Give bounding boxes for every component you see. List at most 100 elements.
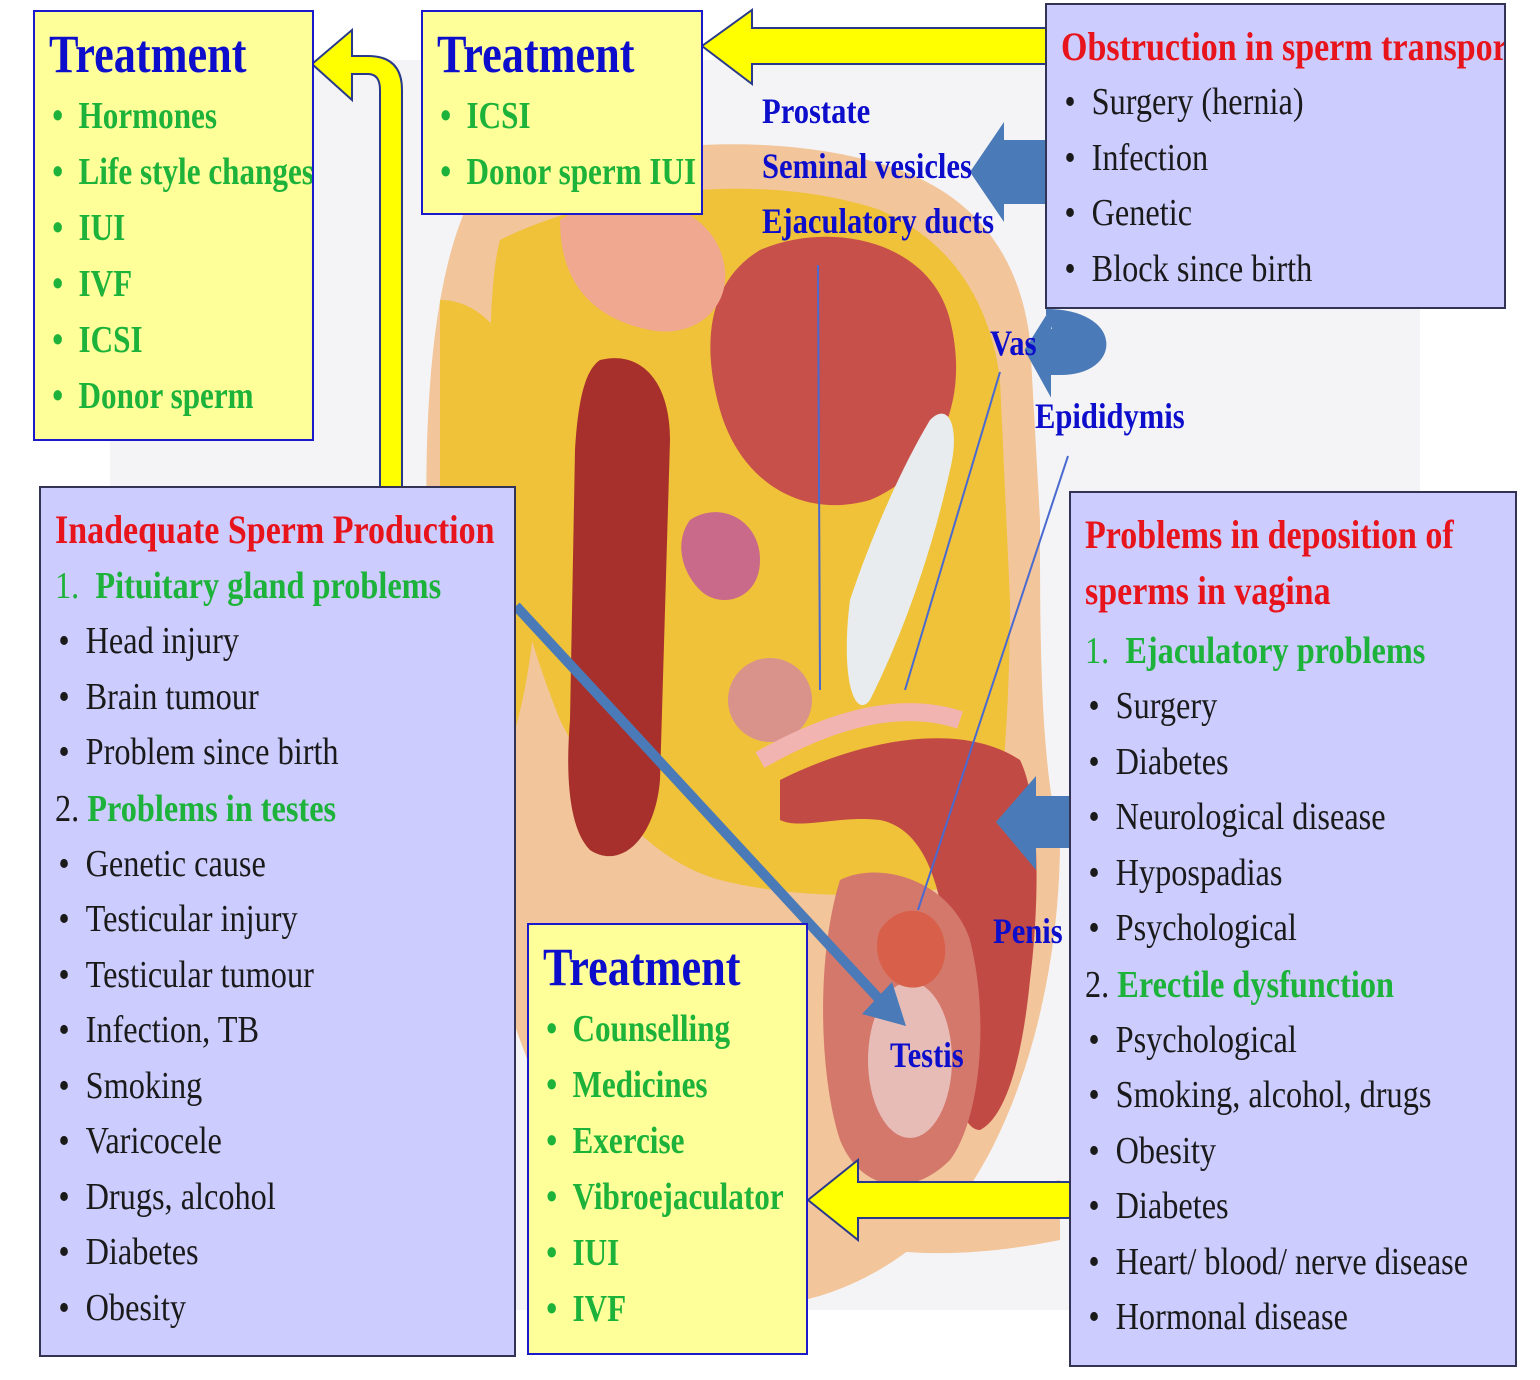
list-item: Smoking bbox=[55, 1059, 433, 1115]
list-item: Obesity bbox=[1085, 1124, 1439, 1180]
arrow-vas-loop bbox=[1024, 307, 1107, 398]
list-item: ICSI bbox=[49, 312, 253, 368]
section-number: 2. bbox=[1085, 963, 1110, 1006]
list-item: Donor sperm IUI bbox=[437, 144, 696, 200]
deposition-section-1: 1. Ejaculatory problems bbox=[1085, 623, 1439, 679]
list-item: Brain tumour bbox=[55, 670, 433, 726]
list-item: IUI bbox=[543, 1225, 747, 1281]
urethra bbox=[755, 703, 963, 768]
treatment-left-box: Treatment Hormones Life style changes IU… bbox=[33, 10, 314, 441]
list-item: Hormones bbox=[49, 88, 253, 144]
list-item: Diabetes bbox=[1085, 735, 1439, 791]
treatment-left-list: Hormones Life style changes IUI IVF ICSI… bbox=[49, 88, 312, 424]
seminal-vesicle bbox=[681, 512, 760, 600]
list-item: IVF bbox=[49, 256, 253, 312]
arrow-production-to-testis-head bbox=[862, 982, 906, 1026]
list-item: Life style changes bbox=[49, 144, 312, 200]
section-label: Ejaculatory problems bbox=[1125, 630, 1426, 672]
label-prostate: Prostate bbox=[762, 91, 871, 131]
list-item: Problem since birth bbox=[55, 725, 433, 781]
list-item: ICSI bbox=[437, 88, 642, 144]
arrow-deposition-to-treatment bbox=[806, 1157, 1071, 1243]
section-number: 2. bbox=[55, 787, 80, 830]
deposition-title-line-1: Problems in deposition of bbox=[1085, 512, 1454, 557]
production-section-2: 2. Problems in testes bbox=[55, 781, 433, 837]
treatment-mid-box: Treatment ICSI Donor sperm IUI bbox=[421, 10, 703, 215]
list-item: Infection, TB bbox=[55, 1003, 433, 1059]
list-item: Diabetes bbox=[55, 1225, 433, 1281]
list-item: Head injury bbox=[55, 614, 433, 670]
label-vas: Vas bbox=[990, 323, 1037, 363]
label-penis: Penis bbox=[993, 911, 1063, 951]
label-testis: Testis bbox=[890, 1035, 964, 1075]
production-section-1-list: Head injury Brain tumour Problem since b… bbox=[55, 614, 500, 781]
treatment-left-title: Treatment bbox=[49, 24, 247, 84]
prostate-gland bbox=[728, 658, 812, 742]
arrow-deposition-to-penis bbox=[996, 776, 1070, 870]
list-item: Obesity bbox=[55, 1281, 433, 1337]
pubic-bone bbox=[846, 413, 954, 706]
list-item: Genetic bbox=[1061, 186, 1426, 242]
arrow-obstruction-to-treatment bbox=[700, 8, 1047, 87]
treatment-bottom-list: Counselling Medicines Exercise Vibroejac… bbox=[543, 1001, 792, 1337]
obstruction-box: Obstruction in sperm transport Surgery (… bbox=[1045, 3, 1506, 309]
list-item: Surgery bbox=[1085, 679, 1439, 735]
list-item: Varicocele bbox=[55, 1114, 433, 1170]
treatment-bottom-title: Treatment bbox=[543, 937, 741, 997]
deposition-title-line-2: sperms in vagina bbox=[1085, 568, 1331, 613]
list-item: Hormonal disease bbox=[1085, 1290, 1439, 1346]
deposition-section-1-list: Surgery Diabetes Neurological disease Hy… bbox=[1085, 679, 1501, 957]
list-item: Neurological disease bbox=[1085, 790, 1439, 846]
list-item: Psychological bbox=[1085, 901, 1439, 957]
list-item: Vibroejaculator bbox=[543, 1169, 783, 1225]
list-item: Diabetes bbox=[1085, 1179, 1439, 1235]
list-item: Surgery (hernia) bbox=[1061, 75, 1426, 131]
list-item: Testicular tumour bbox=[55, 948, 433, 1004]
list-item: Smoking, alcohol, drugs bbox=[1085, 1068, 1439, 1124]
list-item: Counselling bbox=[543, 1001, 747, 1057]
list-item: Testicular injury bbox=[55, 892, 433, 948]
pointer-epididymis bbox=[917, 455, 1069, 911]
arrow-obstruction-to-prostate bbox=[970, 122, 1046, 222]
arrow-production-to-testis-line bbox=[512, 602, 884, 1004]
deposition-section-2: 2. Erectile dysfunction bbox=[1085, 957, 1439, 1013]
production-title: Inadequate Sperm Production bbox=[55, 507, 495, 552]
label-seminal-vesicles: Seminal vesicles bbox=[762, 146, 972, 186]
list-item: Hypospadias bbox=[1085, 846, 1439, 902]
list-item: Block since birth bbox=[1061, 242, 1426, 298]
list-item: Medicines bbox=[543, 1057, 747, 1113]
list-item: Exercise bbox=[543, 1113, 747, 1169]
list-item: Infection bbox=[1061, 131, 1426, 187]
section-label: Erectile dysfunction bbox=[1117, 963, 1394, 1006]
arrow-production-to-treatment-shape bbox=[310, 27, 403, 491]
production-section-1: 1. Pituitary gland problems bbox=[55, 558, 441, 614]
deposition-section-2-list: Psychological Smoking, alcohol, drugs Ob… bbox=[1085, 1013, 1501, 1346]
deposition-box: Problems in deposition of sperms in vagi… bbox=[1069, 491, 1517, 1367]
section-label: Problems in testes bbox=[87, 787, 337, 830]
bladder bbox=[710, 236, 957, 506]
label-epididymis: Epididymis bbox=[1035, 396, 1185, 436]
list-item: Drugs, alcohol bbox=[55, 1170, 433, 1226]
intestines bbox=[560, 198, 726, 332]
rectum bbox=[568, 358, 670, 857]
obstruction-title: Obstruction in sperm transport bbox=[1061, 24, 1506, 69]
section-label: Pituitary gland problems bbox=[95, 565, 442, 607]
treatment-mid-list: ICSI Donor sperm IUI bbox=[437, 88, 696, 200]
list-item: IVF bbox=[543, 1281, 747, 1337]
pointer-ejaculatory-ducts bbox=[817, 264, 821, 691]
treatment-bottom-box: Treatment Counselling Medicines Exercise… bbox=[527, 923, 808, 1355]
section-number: 1. bbox=[55, 565, 80, 607]
production-box: Inadequate Sperm Production 1. Pituitary… bbox=[39, 486, 516, 1357]
obstruction-list: Surgery (hernia) Infection Genetic Block… bbox=[1061, 75, 1490, 297]
epididymis-organ bbox=[876, 910, 946, 988]
treatment-mid-title: Treatment bbox=[437, 24, 635, 84]
list-item: Psychological bbox=[1085, 1013, 1439, 1069]
pointer-vas bbox=[904, 371, 1001, 691]
list-item: IUI bbox=[49, 200, 253, 256]
list-item: Donor sperm bbox=[49, 368, 253, 424]
label-ejaculatory-ducts: Ejaculatory ducts bbox=[762, 201, 995, 241]
list-item: Genetic cause bbox=[55, 837, 433, 893]
list-item: Heart/ blood/ nerve disease bbox=[1085, 1235, 1468, 1291]
section-number: 1. bbox=[1085, 630, 1110, 672]
